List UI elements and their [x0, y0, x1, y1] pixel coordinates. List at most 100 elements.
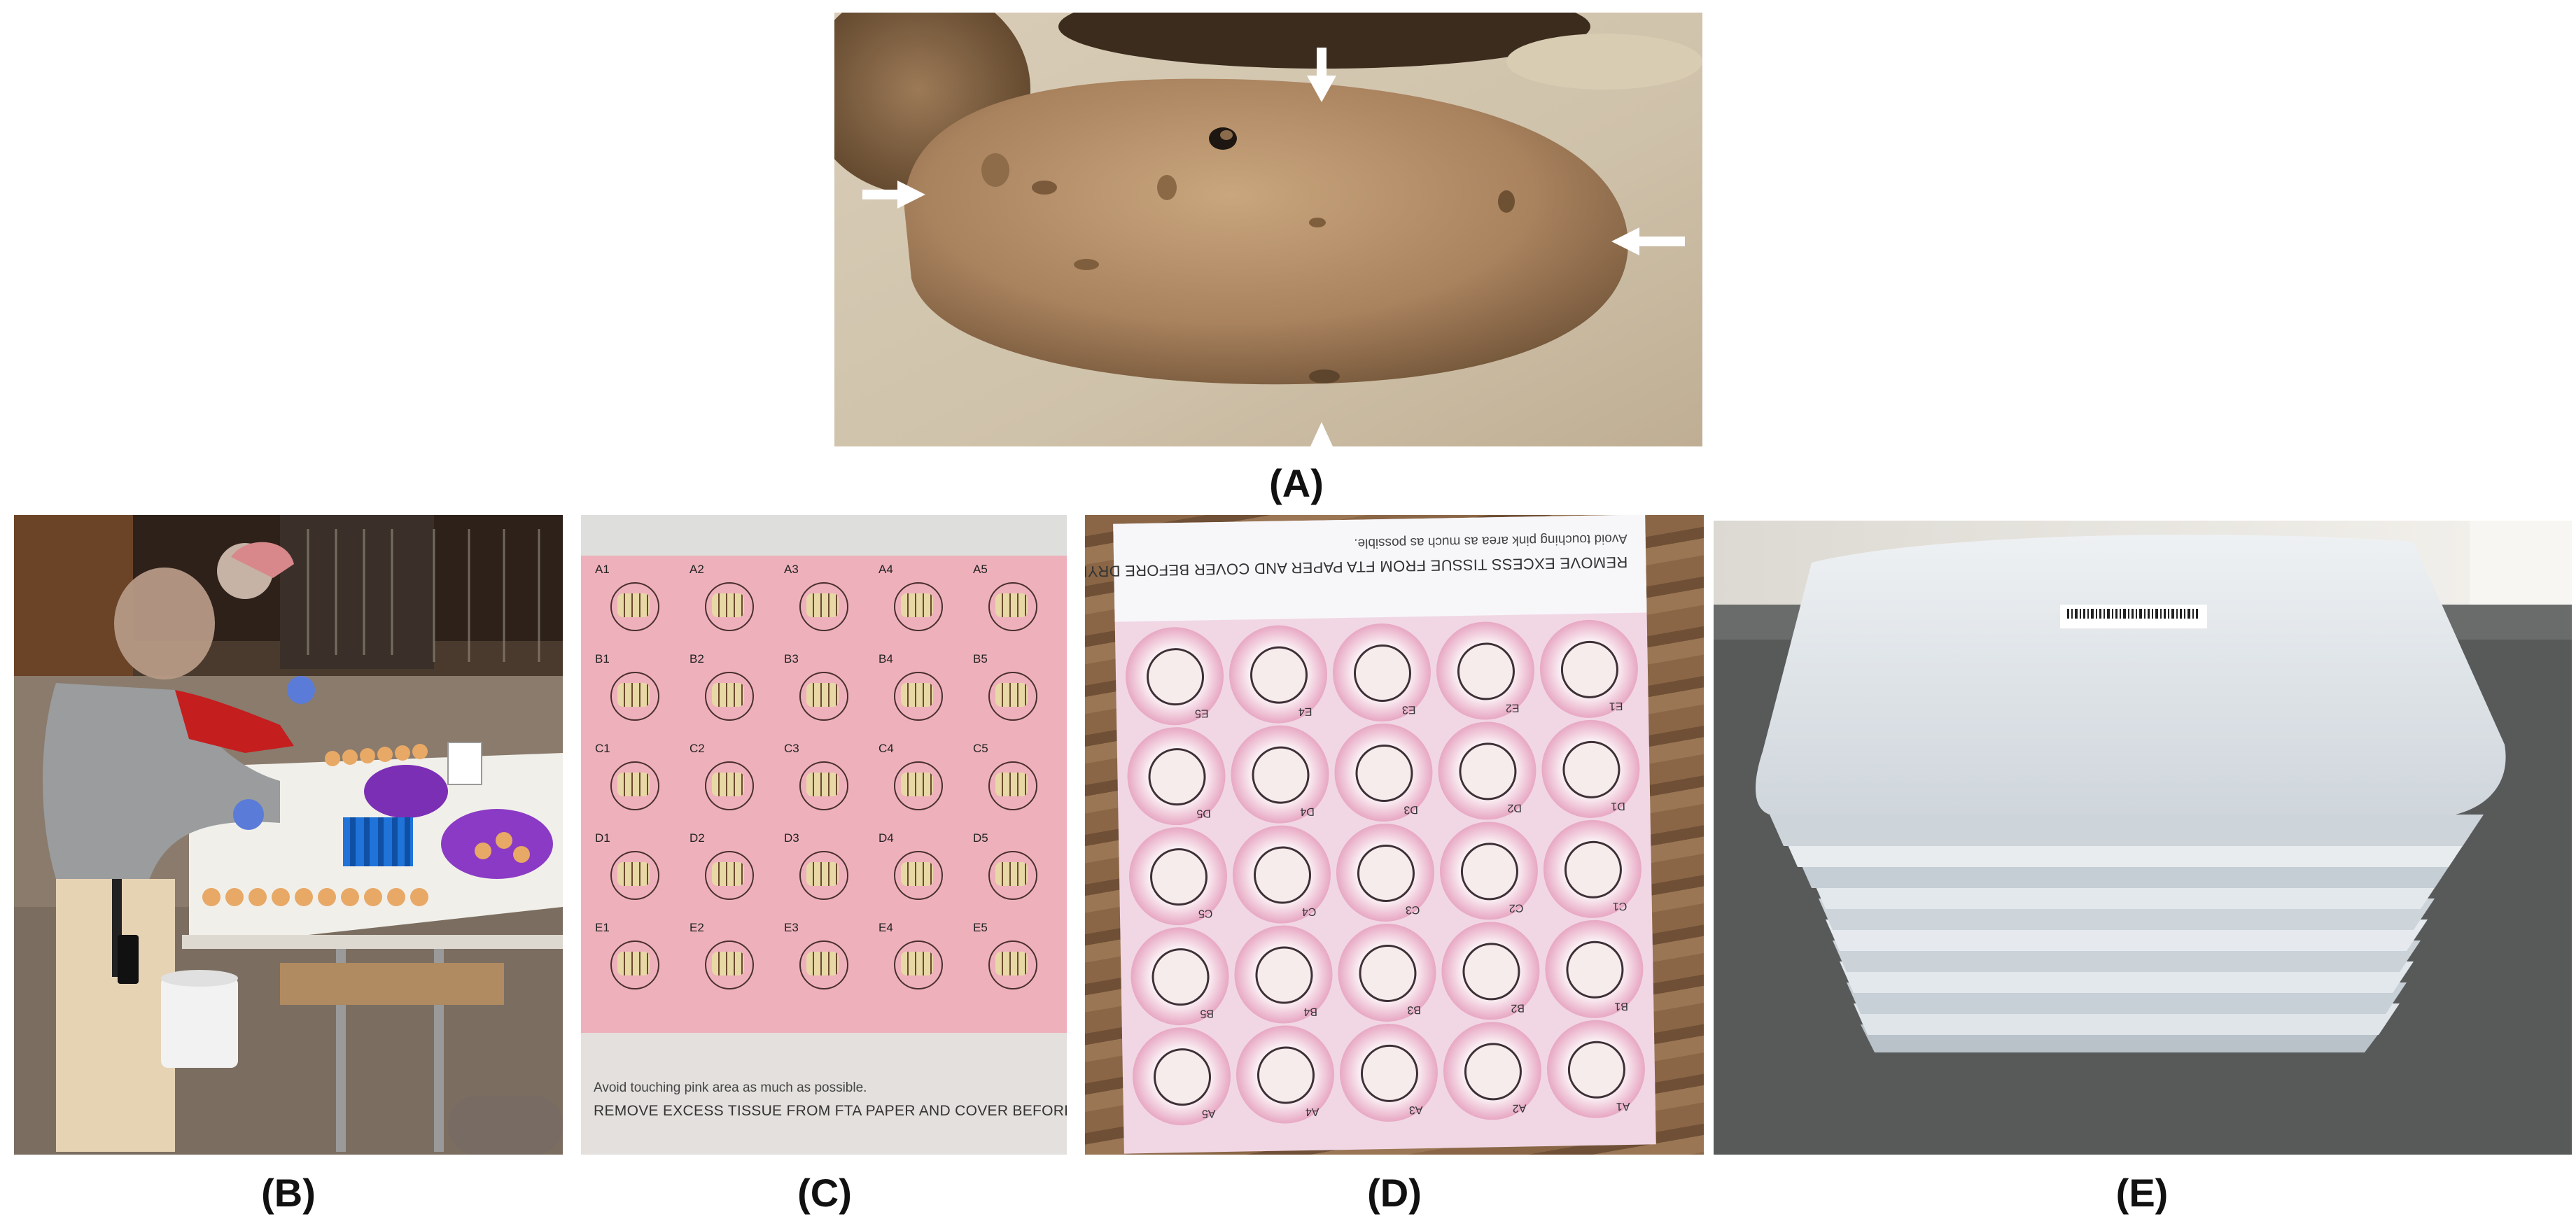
- well-label: C2: [690, 742, 705, 755]
- bag-stack: [1756, 535, 2506, 1052]
- sample-well: [705, 940, 754, 989]
- tuber-tissue: [712, 683, 744, 707]
- card-note-text: Avoid touching pink area as much as poss…: [1354, 530, 1628, 551]
- panel-d-stained-card: REMOVE EXCESS TISSUE FROM FTA PAPER AND …: [1085, 515, 1704, 1155]
- card-paper: REMOVE EXCESS TISSUE FROM FTA PAPER AND …: [1085, 515, 1656, 1154]
- background-potato: [1058, 13, 1590, 69]
- well-label: B3: [784, 652, 799, 665]
- sample-well: [705, 761, 754, 810]
- tuber-tissue: [901, 952, 933, 975]
- tube-rack: [343, 817, 413, 866]
- well-label: C5: [973, 742, 988, 755]
- sample-well: [988, 672, 1037, 721]
- sample-well: [610, 672, 659, 721]
- well-label: A5: [973, 563, 988, 576]
- well-label: C2: [1508, 901, 1524, 914]
- well-label: A2: [690, 563, 704, 576]
- sample-well: [799, 672, 848, 721]
- well-label: A2: [1512, 1101, 1527, 1114]
- well-label: D4: [1300, 805, 1315, 818]
- tuber-tissue: [712, 773, 744, 796]
- panel-a-caption: (A): [1269, 461, 1324, 505]
- panel-b-caption: (B): [261, 1171, 316, 1215]
- tuber-tissue: [806, 952, 839, 975]
- sample-well: [894, 940, 943, 989]
- tuber-tissue: [617, 952, 650, 975]
- well-label: A1: [1616, 1099, 1630, 1113]
- sample-well: [610, 851, 659, 900]
- tuber-tissue: [806, 862, 839, 886]
- well-label: E2: [1505, 701, 1520, 714]
- arrow-down-icon: [1307, 48, 1336, 102]
- sample-well: [799, 582, 848, 631]
- purple-mesh-bag: [364, 765, 448, 818]
- panel-e-caption: (E): [2115, 1171, 2169, 1215]
- well-label: D1: [595, 831, 610, 845]
- card-note-text: Avoid touching pink area as much as poss…: [594, 1080, 867, 1095]
- arrow-right-icon: [862, 181, 925, 209]
- well-label: C4: [1301, 905, 1317, 918]
- arrow-up-icon: [1310, 422, 1333, 446]
- panel-c-caption: (C): [797, 1171, 852, 1215]
- radio: [118, 935, 139, 984]
- well-label: B4: [878, 652, 893, 665]
- well-label: C4: [878, 742, 894, 755]
- well-label: E4: [1298, 705, 1312, 718]
- well-label: D4: [878, 831, 894, 845]
- tuber-tissue: [995, 773, 1028, 796]
- sample-well: [988, 761, 1037, 810]
- well-label: B1: [1614, 999, 1629, 1013]
- panel-a-photo: [834, 13, 1702, 446]
- well-label: C3: [1405, 903, 1420, 916]
- well-label: D3: [784, 831, 799, 845]
- potato-tuber: [904, 78, 1628, 385]
- well-label: D1: [1611, 799, 1625, 812]
- well-label: A4: [878, 563, 893, 576]
- sample-well: [894, 851, 943, 900]
- well-label: E1: [1609, 700, 1623, 712]
- well-label: B5: [1200, 1007, 1214, 1020]
- card-warning-text: REMOVE EXCESS TISSUE FROM FTA PAPER AND …: [1085, 553, 1628, 582]
- well-label: E1: [595, 921, 610, 934]
- tuber-tissue: [806, 773, 839, 796]
- tuber-tissue: [712, 862, 744, 886]
- tuber-tissue: [617, 593, 650, 617]
- sample-well: [705, 851, 754, 900]
- arrow-icons: [862, 48, 1685, 446]
- well-label: D3: [1404, 803, 1418, 816]
- tuber-tissue: [901, 773, 933, 796]
- tuber-tissue: [806, 683, 839, 707]
- well-label: D2: [690, 831, 705, 845]
- well-label: E4: [878, 921, 893, 934]
- sample-well: [705, 582, 754, 631]
- sample-well: [799, 940, 848, 989]
- card-warning-text: REMOVE EXCESS TISSUE FROM FTA PAPER AND …: [594, 1103, 1067, 1119]
- well-label: E5: [1194, 707, 1209, 719]
- card-instructions-area: Avoid touching pink area as much as poss…: [581, 1033, 1067, 1155]
- tuber-tissue: [901, 862, 933, 886]
- panel-d-caption: (D): [1367, 1171, 1422, 1215]
- tuber-tissue: [995, 593, 1028, 617]
- tuber-tissue: [712, 593, 744, 617]
- well-label: B1: [595, 652, 610, 665]
- well-label: C3: [784, 742, 799, 755]
- arrow-left-icon: [1611, 227, 1685, 255]
- sample-well: [988, 582, 1037, 631]
- top-bag: [1756, 535, 2506, 815]
- sample-well: [988, 851, 1037, 900]
- card-instructions-area: REMOVE EXCESS TISSUE FROM FTA PAPER AND …: [1085, 515, 1647, 622]
- well-label: B3: [1407, 1003, 1422, 1016]
- well-label: D5: [973, 831, 988, 845]
- sealed-bag-stack-photo: [1714, 521, 2572, 1155]
- well-label: D5: [1196, 807, 1212, 819]
- well-label: C1: [595, 742, 610, 755]
- well-label: E3: [784, 921, 799, 934]
- well-label: A4: [1305, 1105, 1320, 1118]
- sample-well: [894, 672, 943, 721]
- sample-well: [610, 761, 659, 810]
- sample-well: [799, 851, 848, 900]
- tuber-tissue: [712, 952, 744, 975]
